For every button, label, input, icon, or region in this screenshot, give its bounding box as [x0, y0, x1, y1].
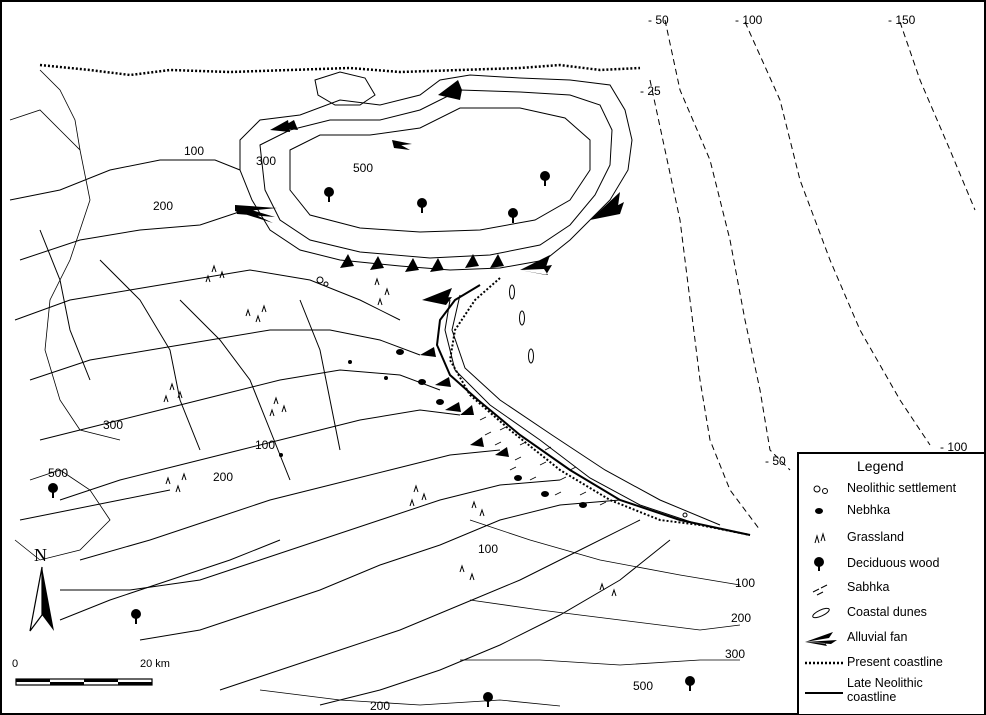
contour-label-100-a: 100 [184, 144, 204, 158]
legend-label-settlement: Neolithic settlement [847, 481, 957, 495]
bathy-150 [899, 21, 976, 211]
bathy-25 [649, 79, 761, 531]
legend-item-present-coast: Present coastline [799, 653, 984, 673]
legend-item-neolithic-coast: Late Neolithic coastline [799, 676, 984, 713]
fan-icon [805, 632, 837, 646]
bathy-label-100-b: - 100 [940, 440, 968, 454]
plateau-contour-outer [239, 74, 633, 271]
contour-label-200-a: 200 [153, 199, 173, 213]
scale-seg-2 [50, 682, 84, 685]
present-coastline-bay [448, 277, 751, 536]
contour-label-200-b: 200 [213, 470, 233, 484]
alluvial-fans [235, 80, 624, 457]
plateau-contour-mid [259, 89, 613, 259]
bathy-100 [744, 21, 931, 446]
deciduous-wood [48, 171, 695, 707]
settlements [316, 276, 688, 518]
contour-label-100-d: 100 [735, 576, 755, 590]
legend-item-fan: Alluvial fan [799, 628, 984, 648]
legend-label-fan: Alluvial fan [847, 630, 908, 644]
sabhka-icon [812, 584, 828, 596]
legend-label-present-coast: Present coastline [847, 655, 943, 669]
scale-seg-1 [16, 679, 50, 682]
legend-label-sabhka: Sabhka [847, 580, 890, 594]
legend-title: Legend [857, 458, 904, 474]
contour-label-200-c: 200 [731, 611, 751, 625]
scale-seg-3 [84, 679, 118, 682]
grassland-icon [814, 532, 826, 544]
contour-label-200-d: 200 [370, 699, 390, 713]
contour-label-500-a: 500 [353, 161, 373, 175]
bathy-label-150: - 150 [888, 13, 916, 27]
legend-label-grassland: Grassland [847, 530, 904, 544]
contour-label-100-c: 100 [478, 542, 498, 556]
nebhka-icon [815, 508, 823, 514]
north-arrow: N [24, 545, 60, 635]
tree-icon [814, 557, 824, 571]
contour-label-300-b: 300 [103, 418, 123, 432]
contour-label-500-c: 500 [633, 679, 653, 693]
contour-label-100-b: 100 [255, 438, 275, 452]
legend-item-deciduous: Deciduous wood [799, 554, 984, 574]
legend-item-nebhka: Nebhka [799, 501, 984, 521]
legend-item-sabhka: Sabhka [799, 578, 984, 598]
legend-box: Legend Neolithic settlement Nebhka Grass… [797, 452, 984, 714]
coastal-dunes [509, 284, 534, 364]
scale-seg-4 [118, 682, 152, 685]
present-coastline [39, 63, 641, 77]
legend-item-grassland: Grassland [799, 528, 984, 548]
legend-item-dunes: Coastal dunes [799, 603, 984, 623]
north-label: N [34, 545, 47, 565]
contour-label-500-b: 500 [48, 466, 68, 480]
bathy-label-25: - 25 [640, 84, 661, 98]
plateau-contour-500 [289, 107, 591, 233]
solid-line-icon [805, 692, 843, 694]
plateau-contour-lobe [314, 71, 376, 106]
scale-start-label: 0 [12, 658, 18, 670]
bathy-label-100-a: - 100 [735, 13, 763, 27]
settlement-icon [813, 485, 828, 494]
bathy-label-50-b: - 50 [765, 454, 786, 468]
scale-end-label: 20 km [140, 658, 170, 670]
legend-label-dunes: Coastal dunes [847, 605, 927, 619]
contour-label-300-c: 300 [725, 647, 745, 661]
legend-label-neolithic-coast: Late Neolithic coastline [847, 676, 923, 704]
grassland [163, 264, 617, 597]
legend-label-nebhka: Nebhka [847, 503, 891, 517]
legend-label-deciduous: Deciduous wood [847, 556, 940, 570]
nebhka [279, 349, 587, 508]
land-contours [9, 69, 741, 707]
scale-bar: 0 20 km [12, 655, 170, 695]
river-network [9, 159, 671, 706]
bathy-50 [664, 19, 791, 471]
coastal-strip-lines [444, 294, 721, 526]
north-arrow-fill [42, 567, 54, 631]
north-arrow-outline [29, 566, 43, 632]
sabhka-area [479, 416, 607, 506]
late-neolithic-coastline [435, 284, 751, 536]
dune-icon [812, 607, 830, 619]
legend-item-settlement: Neolithic settlement [799, 479, 984, 499]
bathy-label-50-a: - 50 [648, 13, 669, 27]
dotted-line-icon [805, 661, 843, 665]
contour-label-300-a: 300 [256, 154, 276, 168]
